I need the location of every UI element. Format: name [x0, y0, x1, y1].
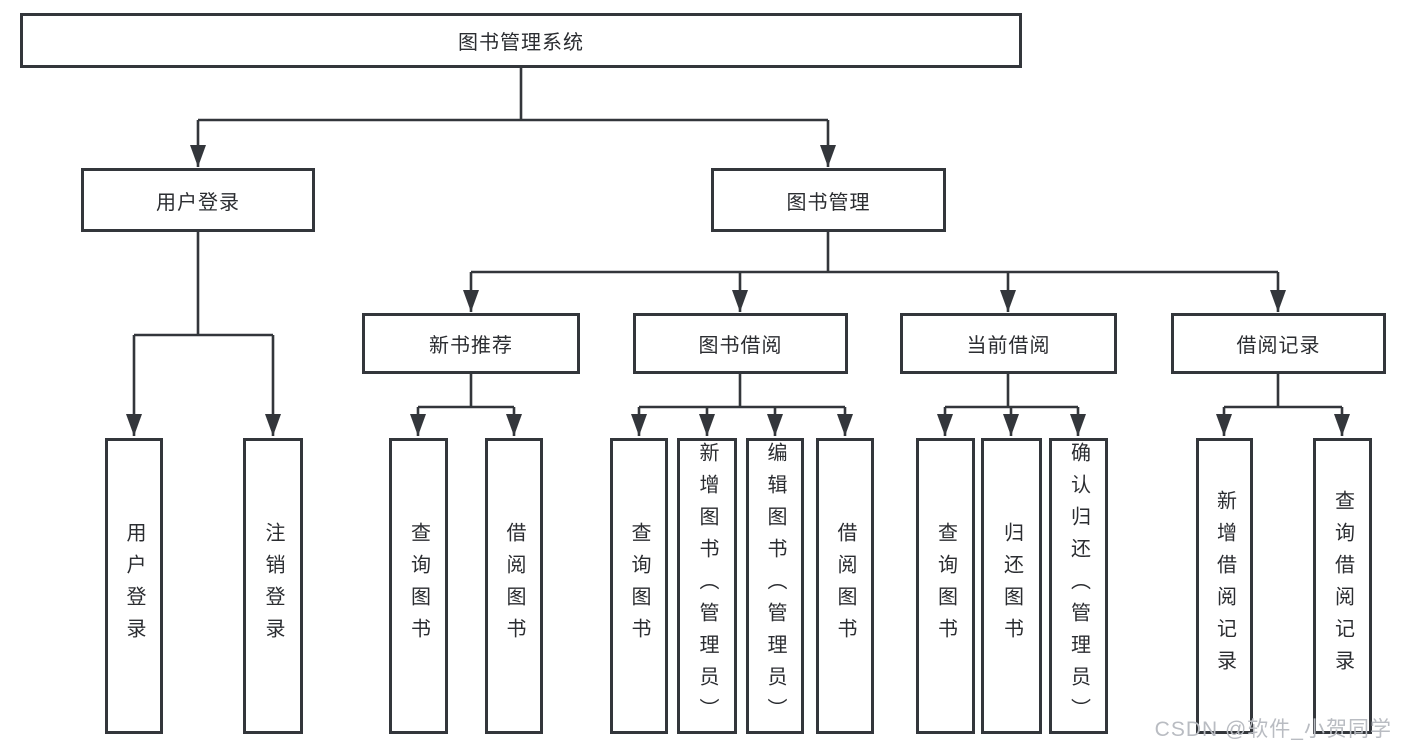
leaf-user-login: 用户登录: [105, 438, 163, 734]
csdn-watermark: CSDN @软件_小贺同学: [1154, 718, 1392, 741]
node-label: 归还图书: [1000, 522, 1023, 650]
leaf-return-books: 归还图书: [981, 438, 1042, 734]
node-label: 查询借阅记录: [1331, 490, 1354, 682]
leaf-borrow-books: 借阅图书: [816, 438, 874, 734]
leaf-add-books-admin: 新增图书（管理员）: [677, 438, 737, 734]
leaf-edit-books-admin: 编辑图书（管理员）: [746, 438, 804, 734]
leaf-confirm-return-admin: 确认归还（管理员）: [1049, 438, 1108, 734]
leaf-query-books-current: 查询图书: [916, 438, 975, 734]
node-label: 确认归还（管理员）: [1067, 442, 1090, 730]
node-root-library-management-system: 图书管理系统: [20, 13, 1022, 68]
node-label: 借阅图书: [834, 522, 856, 650]
node-label: 当前借阅: [966, 335, 1051, 357]
leaf-query-borrow-record: 查询借阅记录: [1313, 438, 1372, 734]
node-label: 查询图书: [407, 522, 430, 650]
node-label: 图书借阅: [698, 335, 783, 357]
node-user-login: 用户登录: [81, 168, 315, 232]
node-label: 借阅记录: [1236, 335, 1321, 357]
leaf-logout: 注销登录: [243, 438, 303, 734]
node-label: 新增借阅记录: [1213, 490, 1236, 682]
node-label: 新增图书（管理员）: [696, 442, 718, 730]
leaf-add-borrow-record: 新增借阅记录: [1196, 438, 1253, 734]
node-label: 图书管理系统: [458, 32, 584, 54]
node-book-borrow: 图书借阅: [633, 313, 848, 374]
leaf-borrow-books-recommend: 借阅图书: [485, 438, 543, 734]
node-label: 用户登录: [123, 522, 145, 650]
node-borrow-records: 借阅记录: [1171, 313, 1386, 374]
leaf-query-books-recommend: 查询图书: [389, 438, 448, 734]
node-label: 查询图书: [934, 522, 957, 650]
node-label: 注销登录: [262, 522, 284, 650]
node-label: 图书管理: [786, 191, 871, 214]
node-label: 用户登录: [156, 191, 240, 214]
leaf-query-books-borrow: 查询图书: [610, 438, 668, 734]
node-label: 编辑图书（管理员）: [764, 442, 786, 730]
node-label: 查询图书: [628, 522, 650, 650]
node-new-book-recommend: 新书推荐: [362, 313, 580, 374]
node-label: 借阅图书: [503, 522, 525, 650]
node-book-management: 图书管理: [711, 168, 946, 232]
node-label: 新书推荐: [429, 335, 513, 357]
node-current-borrow: 当前借阅: [900, 313, 1117, 374]
